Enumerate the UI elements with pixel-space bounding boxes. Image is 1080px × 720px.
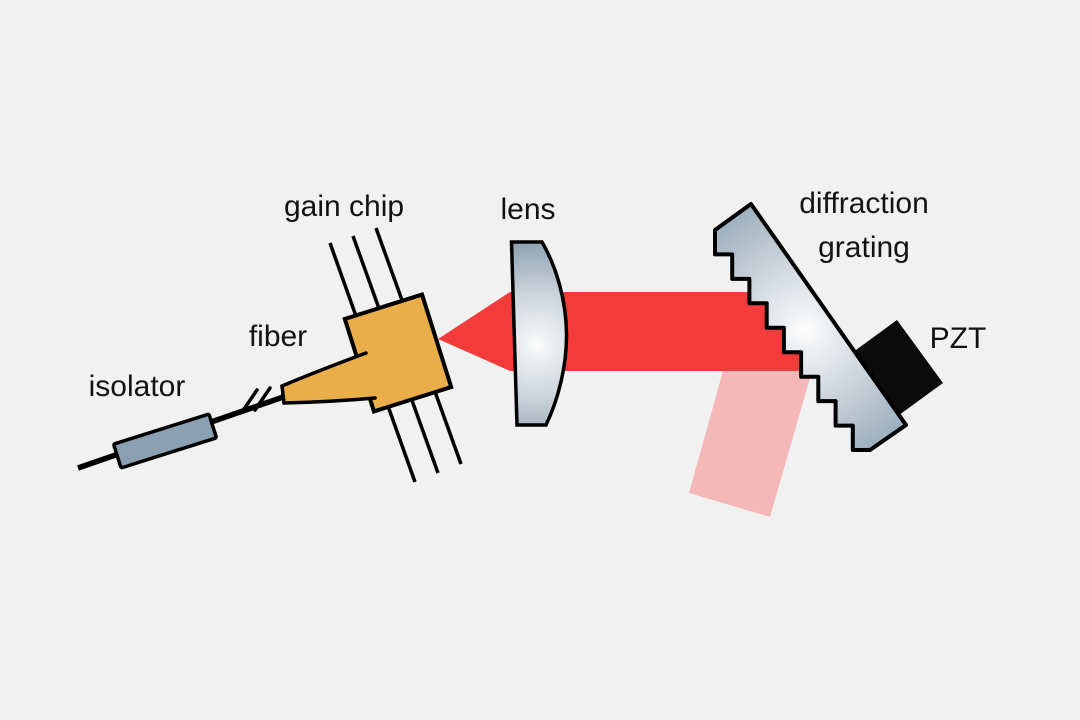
diffraction-grating-label-line2: grating: [818, 231, 910, 264]
fiber-label: fiber: [249, 320, 307, 353]
fiber-taper: [282, 353, 375, 403]
fiber-taper-top-edge: [280, 351, 368, 388]
pzt-label: PZT: [930, 322, 987, 355]
fiber-break-marks: [240, 386, 272, 414]
pink-diffracted-beam: [689, 371, 812, 517]
fiber-taper-tip-edge: [280, 384, 286, 405]
diffraction-grating-body: [713, 202, 908, 452]
gain-chip-label: gain chip: [284, 190, 404, 223]
fiber-taper-bottom-edge: [282, 396, 377, 405]
isolator-label: isolator: [89, 370, 186, 403]
lens-label: lens: [500, 193, 555, 226]
lens-body: [509, 240, 569, 427]
isolator-body: [112, 412, 218, 470]
diffraction-grating-label-line1: diffraction: [799, 187, 929, 220]
